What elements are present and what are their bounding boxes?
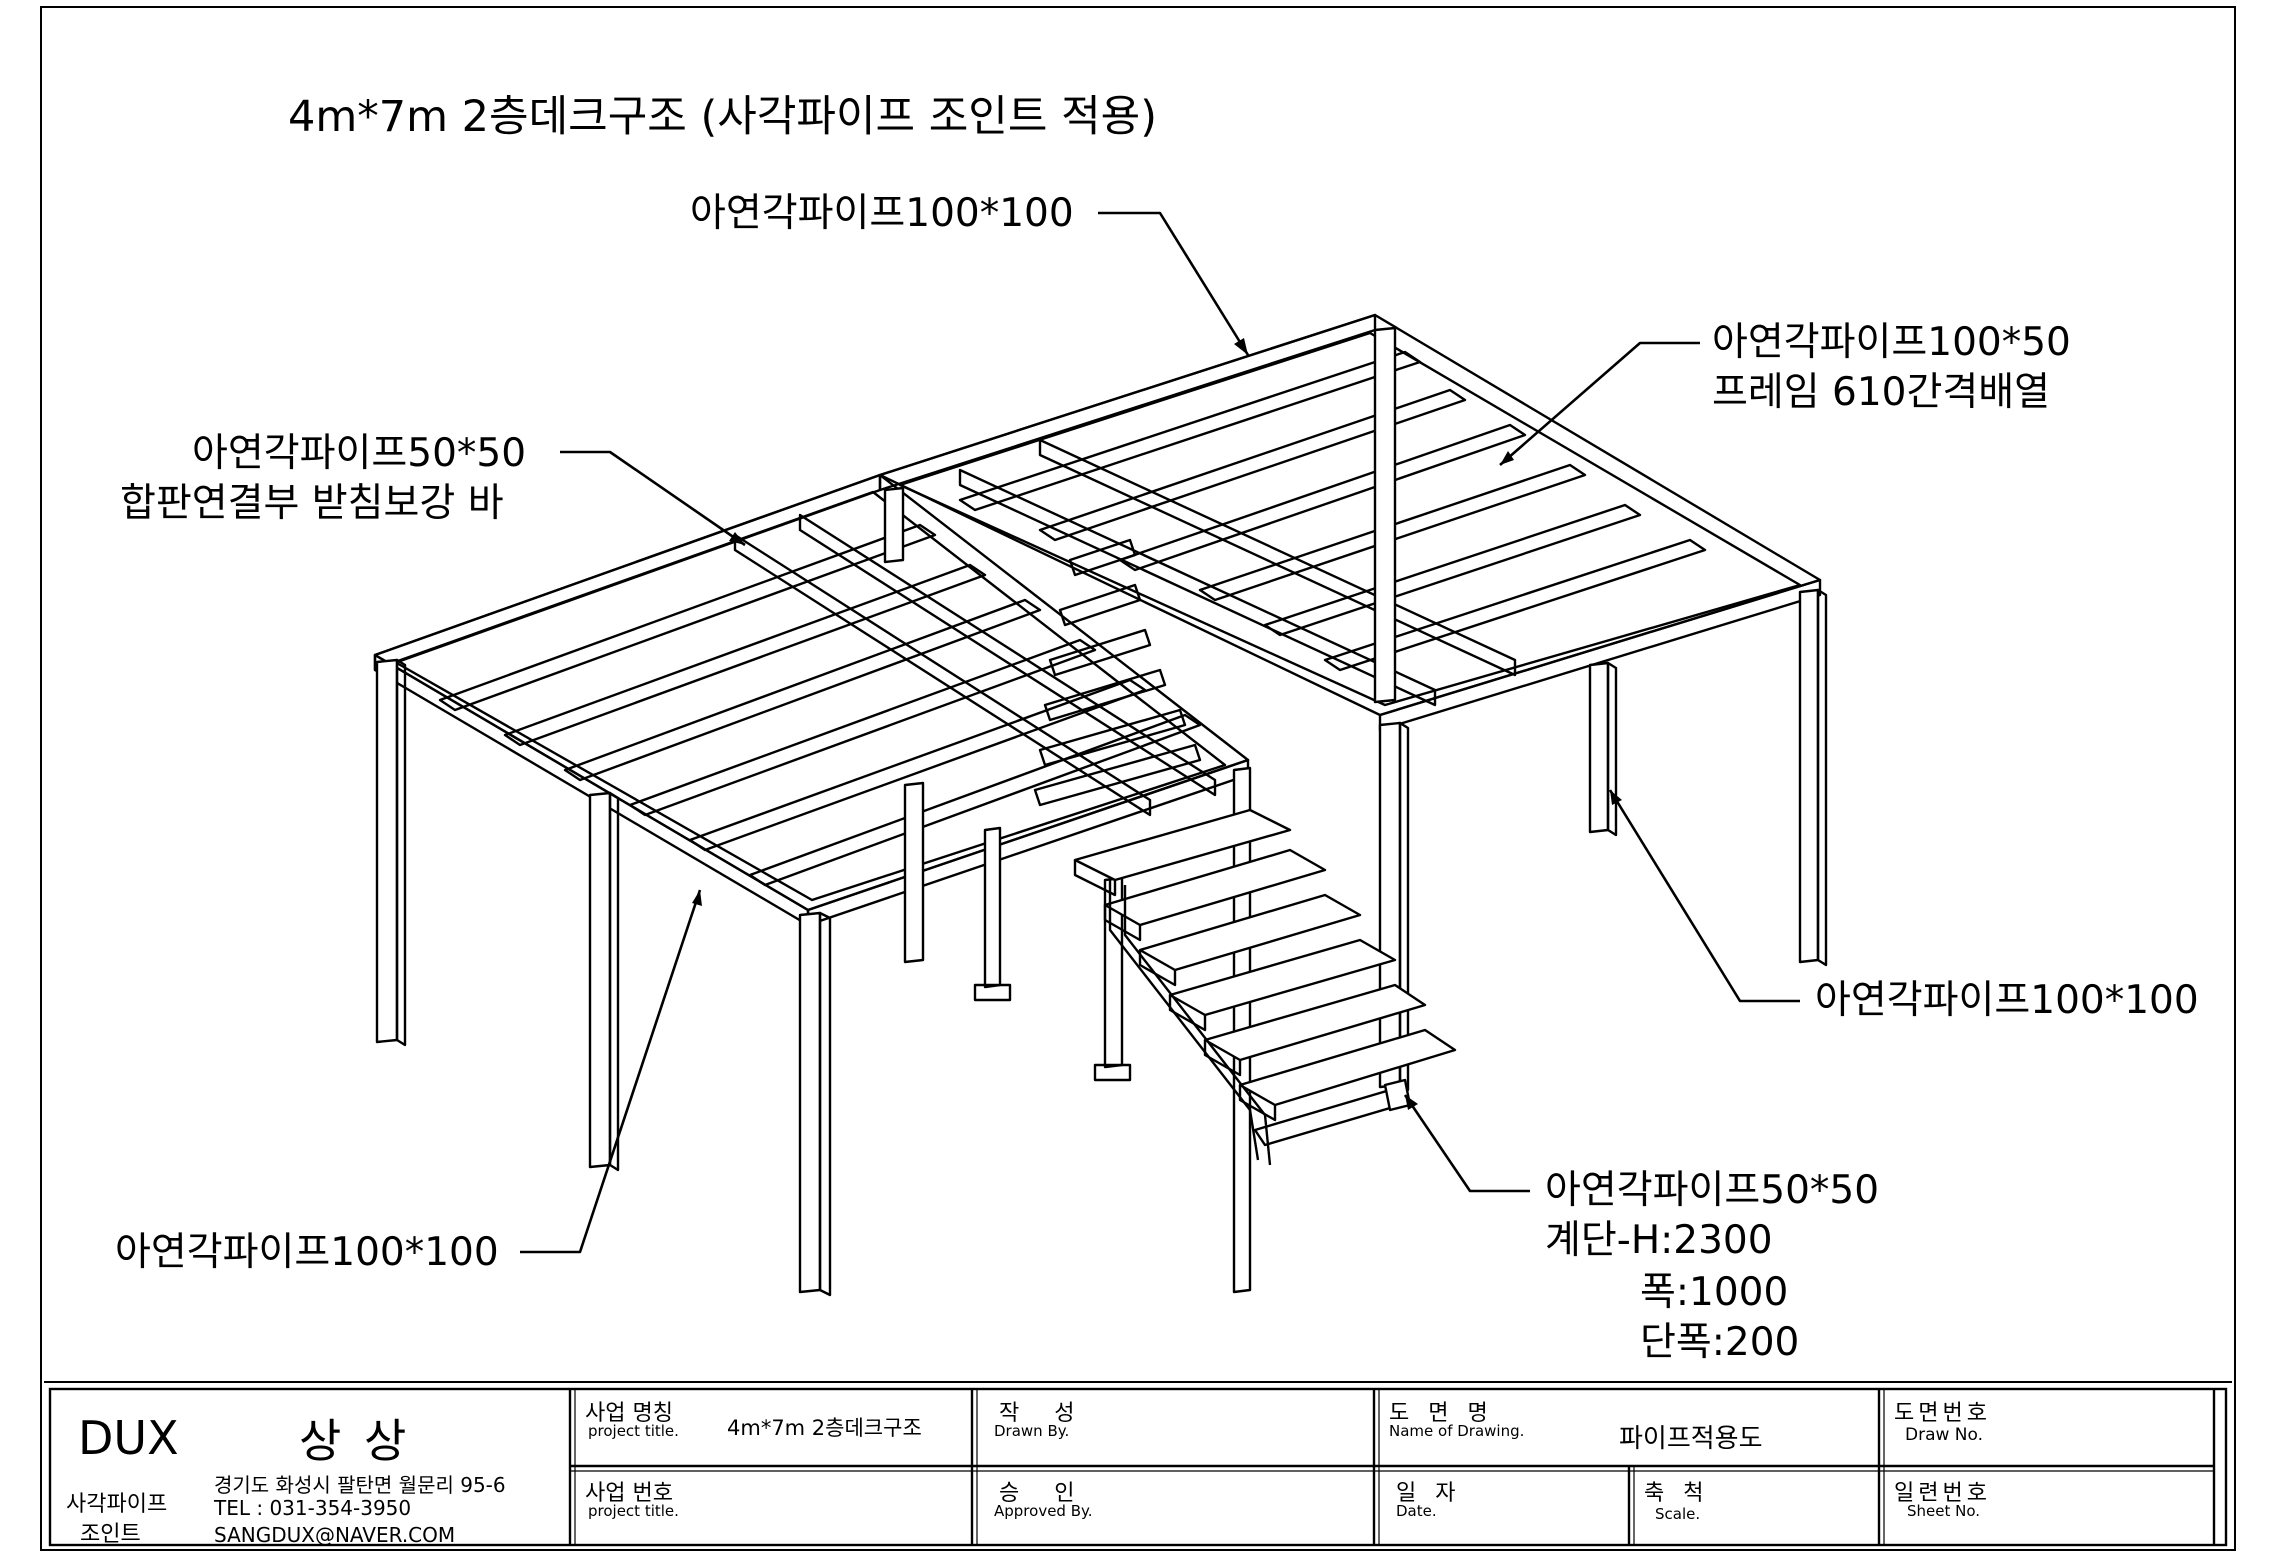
deck-structure-drawing — [373, 211, 1828, 1297]
leader-arrowheads — [692, 338, 1622, 1110]
callout-brace-pipe: 아연각파이프50*50 — [192, 431, 527, 476]
brand-line-2: 조인트 — [80, 1522, 141, 1547]
project-name-label-en: project title. — [588, 1422, 679, 1440]
callout-frame-pipe: 아연각파이프100*50 — [1712, 320, 2071, 365]
project-name-label: 사업 명칭 — [585, 1401, 673, 1426]
drawing-sheet-border — [40, 6, 2236, 1551]
drawn-by-label: 작 성 — [999, 1401, 1089, 1426]
callout-frame-spacing: 프레임 610간격배열 — [1712, 370, 2050, 415]
company-email: SANGDUX@NAVER.COM — [214, 1523, 456, 1547]
callout-top-pipe: 아연각파이프100*100 — [690, 191, 1074, 236]
drawing-name-value: 파이프적용도 — [1619, 1424, 1763, 1454]
project-number-label-en: project title. — [588, 1502, 679, 1520]
date-label-en: Date. — [1396, 1502, 1437, 1520]
callout-stair-height: 계단-H:2300 — [1545, 1218, 1773, 1263]
left-deck-frame — [373, 473, 1250, 927]
leader-lines — [520, 211, 1800, 1254]
date-label: 일 자 — [1396, 1481, 1462, 1506]
draw-number-label-en: Draw No. — [1905, 1425, 1984, 1445]
callout-right-post: 아연각파이프100*100 — [1815, 978, 2199, 1023]
draw-number-label: 도면번호 — [1894, 1401, 1991, 1426]
sheet-number-label: 일련번호 — [1894, 1481, 1991, 1506]
title-block-grid — [44, 1381, 2232, 1547]
company-tel: TEL : 031-354-3950 — [214, 1496, 412, 1520]
scale-label-en: Scale. — [1655, 1505, 1701, 1523]
project-name-value: 4m*7m 2층데크구조 — [727, 1416, 922, 1440]
approved-by-label-en: Approved By. — [994, 1502, 1093, 1520]
company-name-kr: 상 상 — [299, 1414, 411, 1468]
drawing-title: 4m*7m 2층데크구조 (사각파이프 조인트 적용) — [288, 92, 1157, 142]
callout-left-post: 아연각파이프100*100 — [115, 1230, 499, 1275]
brand-line-1: 사각파이프 — [66, 1492, 168, 1517]
callout-brace-desc: 합판연결부 받침보강 바 — [120, 481, 504, 526]
callout-stair-pipe: 아연각파이프50*50 — [1545, 1168, 1880, 1213]
drawn-by-label-en: Drawn By. — [994, 1422, 1070, 1440]
callout-stair-tread: 단폭:200 — [1640, 1320, 1800, 1365]
drawing-name-label-en: Name of Drawing. — [1389, 1422, 1525, 1440]
title-block: DUX 상 상 사각파이프 조인트 경기도 화성시 팔탄면 월문리 95-6 T… — [44, 1381, 2232, 1549]
staircase — [1033, 538, 1457, 1166]
left-posts — [375, 658, 1252, 1297]
approved-by-label: 승 인 — [999, 1481, 1089, 1506]
company-name: DUX — [78, 1411, 179, 1465]
company-address: 경기도 화성시 팔탄면 월문리 95-6 — [214, 1473, 506, 1497]
callout-stair-width: 폭:1000 — [1640, 1270, 1789, 1315]
sheet-number-label-en: Sheet No. — [1907, 1502, 1981, 1520]
scale-label: 축 척 — [1644, 1481, 1710, 1506]
project-number-label: 사업 번호 — [585, 1481, 673, 1506]
drawing-name-label: 도 면 명 — [1389, 1401, 1494, 1426]
